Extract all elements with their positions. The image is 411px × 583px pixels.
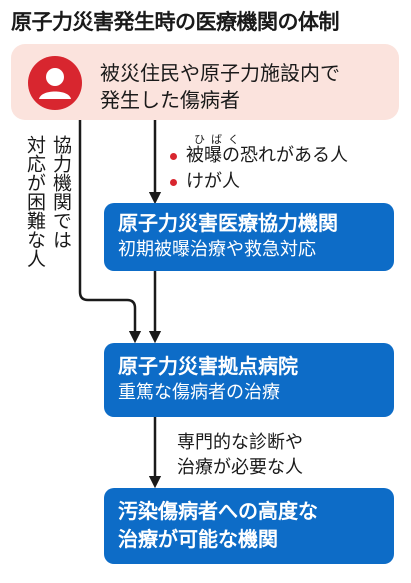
condition-item-1: 被曝の恐れがある人 [170, 144, 348, 168]
middle-note-line-1: 専門的な診断や [177, 432, 303, 453]
box3-line-1: 汚染傷病者への高度な [118, 499, 318, 523]
arrow-bypass-to-box2 [78, 120, 142, 344]
box1-title: 原子力災害医療協力機関 [118, 211, 338, 235]
box1-subtitle: 初期被曝治療や救急対応 [118, 239, 316, 260]
box2-title: 原子力災害拠点病院 [118, 354, 298, 378]
advanced-treatment-box: 汚染傷病者への高度な 治療が可能な機関 [104, 488, 394, 564]
middle-note: 専門的な診断や 治療が必要な人 [177, 430, 303, 480]
person-icon [28, 56, 82, 110]
diagram-title: 原子力災害発生時の医療機関の体制 [11, 10, 340, 34]
side-note-line-2: 対応が困難な人 [24, 135, 46, 268]
patients-line-2: 発生した傷病者 [100, 88, 240, 112]
box2-subtitle: 重篤な傷病者の治療 [118, 382, 280, 403]
condition-item-2-label: けが人 [186, 171, 240, 192]
bullet-icon [170, 178, 177, 186]
cooperating-facility-box: 原子力災害医療協力機関 初期被曝治療や救急対応 [104, 203, 394, 271]
box3-line-2: 治療が可能な機関 [118, 527, 278, 551]
bullet-icon [170, 152, 177, 160]
side-note-line-1: 協力機関では [50, 135, 72, 249]
base-hospital-box: 原子力災害拠点病院 重篤な傷病者の治療 [104, 343, 394, 417]
furigana-hibaku: ひばく [194, 133, 245, 146]
middle-note-line-2: 治療が必要な人 [177, 457, 303, 478]
condition-item-1-label: 被曝の恐れがある人 [186, 145, 348, 166]
patients-label: 被災住民や原子力施設内で 発生した傷病者 [100, 60, 390, 114]
condition-item-2: けが人 [170, 170, 240, 194]
patients-line-1: 被災住民や原子力施設内で [100, 61, 340, 85]
